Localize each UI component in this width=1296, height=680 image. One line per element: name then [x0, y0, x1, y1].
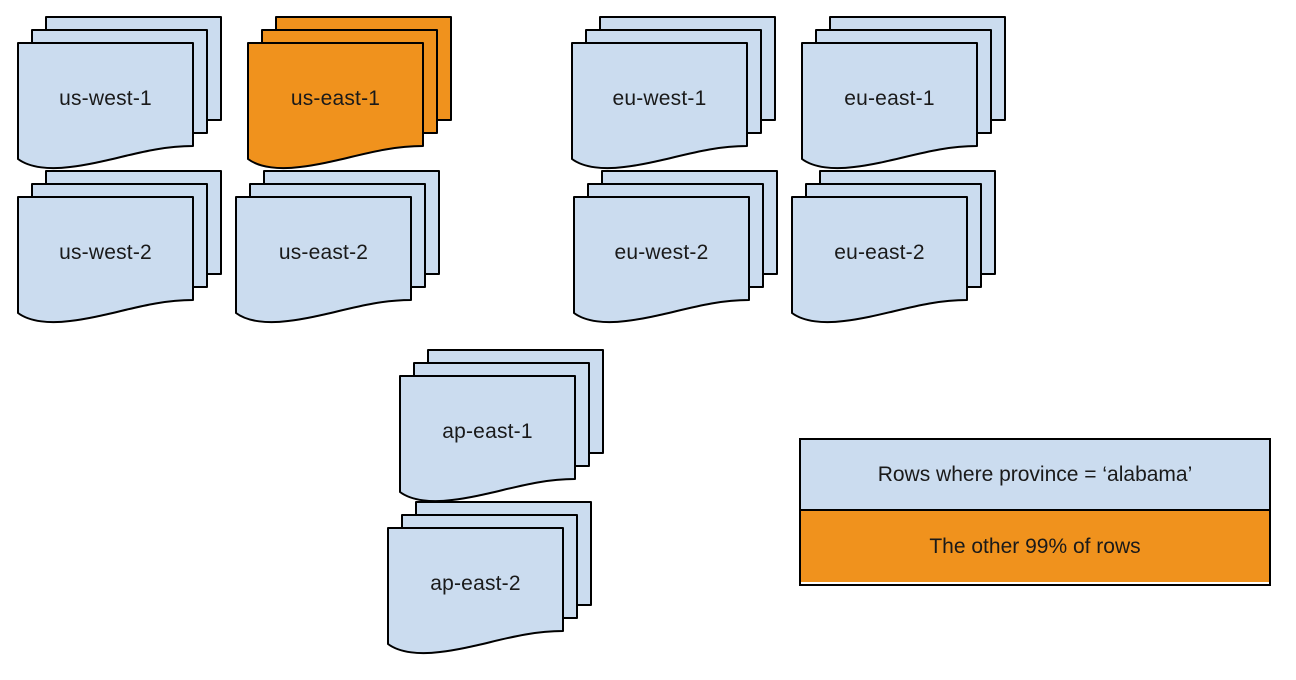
legend-item-label: Rows where province = ‘alabama’	[877, 462, 1193, 486]
region-stack-us-east-2: us-east-2	[235, 170, 441, 324]
document-stack-icon	[801, 16, 1006, 170]
legend: Rows where province = ‘alabama’ The othe…	[799, 438, 1271, 586]
legend-item-label: The other 99% of rows	[929, 534, 1141, 558]
document-stack-icon	[387, 501, 592, 655]
legend-item-other-rows: The other 99% of rows	[801, 511, 1269, 582]
region-stack-ap-east-1: ap-east-1	[399, 349, 605, 503]
region-stack-eu-east-1: eu-east-1	[801, 16, 1007, 170]
document-stack-icon	[235, 170, 440, 324]
region-stack-us-west-1: us-west-1	[17, 16, 223, 170]
region-stack-eu-east-2: eu-east-2	[791, 170, 997, 324]
region-stack-ap-east-2: ap-east-2	[387, 501, 593, 655]
region-stack-us-west-2: us-west-2	[17, 170, 223, 324]
document-stack-icon	[247, 16, 452, 170]
document-stack-icon	[399, 349, 604, 503]
document-stack-icon	[573, 170, 778, 324]
region-stack-us-east-1: us-east-1	[247, 16, 453, 170]
document-stack-icon	[571, 16, 776, 170]
document-stack-icon	[17, 170, 222, 324]
legend-item-alabama-rows: Rows where province = ‘alabama’	[801, 440, 1269, 511]
document-stack-icon	[17, 16, 222, 170]
region-stack-eu-west-1: eu-west-1	[571, 16, 777, 170]
region-stack-eu-west-2: eu-west-2	[573, 170, 779, 324]
document-stack-icon	[791, 170, 996, 324]
